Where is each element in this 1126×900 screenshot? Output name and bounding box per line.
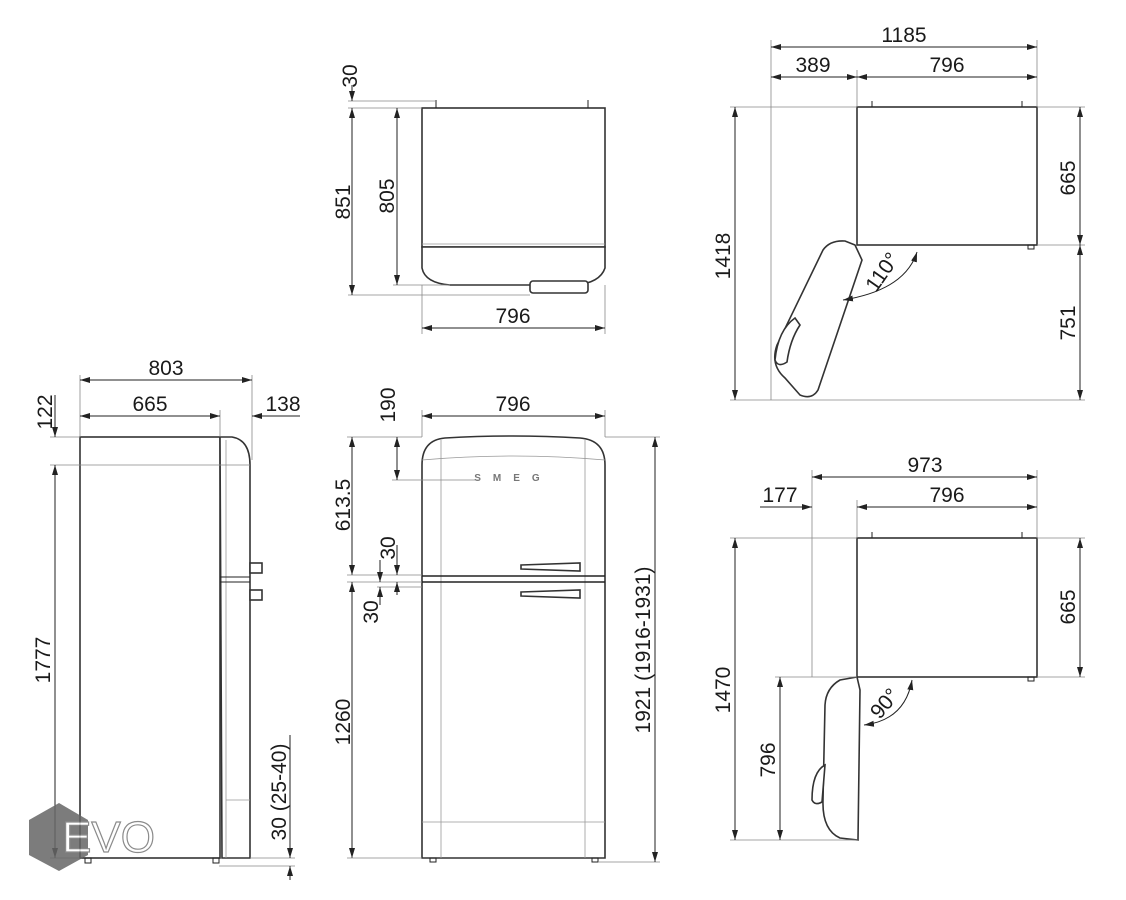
dim-top-body-depth: 805	[376, 178, 399, 213]
dim-90-width: 796	[929, 484, 964, 507]
side-body	[79, 436, 221, 859]
dim-90-door-reach: 796	[757, 742, 780, 777]
door-open-110	[774, 240, 863, 398]
handle-110	[774, 316, 801, 366]
door-top-outline	[421, 246, 606, 286]
smeg-logo: SMEG	[474, 473, 551, 484]
body-90	[856, 537, 1038, 678]
dim-110-width: 796	[929, 54, 964, 77]
dim-90-total-depth: 1470	[712, 667, 735, 714]
top-view-door-110: 1185 389 796 1418 665 751 110°	[712, 24, 1085, 401]
dim-front-lower-height: 1260	[332, 699, 355, 746]
front-view: SMEG 796 190 613.5 30 30 1260 1921 (1916…	[332, 387, 660, 863]
side-handle-lower	[249, 589, 263, 601]
dim-front-upper-height: 613.5	[332, 479, 355, 532]
dim-110-total-depth: 1418	[712, 233, 735, 280]
dim-90-body-depth: 665	[1057, 589, 1080, 624]
dim-90-angle: 90°	[866, 684, 904, 723]
side-view: 803 665 138 122 1777 30 (25-40)	[32, 357, 301, 880]
dim-90-total-width: 973	[907, 454, 942, 477]
front-handle-upper	[520, 562, 581, 572]
door-open-90	[822, 676, 861, 841]
dim-side-body-depth: 665	[132, 393, 167, 416]
dim-side-top-offset: 122	[34, 394, 57, 429]
dim-side-body-height: 1777	[32, 637, 55, 684]
dim-top-gap: 30	[339, 64, 362, 87]
dim-110-angle: 110°	[861, 249, 904, 297]
handle-90	[811, 763, 826, 805]
dim-side-door-depth: 138	[265, 393, 300, 416]
dim-110-door-swing: 389	[795, 54, 830, 77]
dim-90-door-swing: 177	[762, 484, 797, 507]
dim-top-width: 796	[495, 305, 530, 328]
evo-watermark: EVO	[29, 803, 156, 871]
watermark-text: EVO	[62, 813, 155, 862]
side-handle-upper	[249, 562, 263, 574]
handle-top	[529, 280, 589, 294]
dim-front-gap-upper: 30	[377, 536, 400, 559]
dim-front-width: 796	[495, 393, 530, 416]
front-handle-lower	[520, 589, 581, 599]
dim-top-total-depth: 851	[332, 184, 355, 219]
body-110	[856, 106, 1038, 246]
front-body	[421, 435, 606, 859]
dim-front-total-height: 1921 (1916-1931)	[632, 567, 655, 734]
hexagon-logo-icon	[29, 803, 88, 871]
dim-110-total-width: 1185	[881, 24, 926, 47]
dim-front-logo-offset: 190	[377, 387, 400, 422]
dim-110-door-reach: 751	[1057, 305, 1080, 340]
top-view: 30 851 805 796	[332, 64, 606, 334]
dim-front-gap-lower: 30	[360, 600, 383, 623]
dim-side-total-depth: 803	[148, 357, 183, 380]
dim-side-feet: 30 (25-40)	[268, 744, 291, 841]
side-door	[219, 436, 251, 859]
top-view-door-90: 973 177 796 1470 665 796 90°	[712, 454, 1085, 841]
dim-110-body-depth: 665	[1057, 160, 1080, 195]
fridge-top-body	[421, 107, 606, 248]
